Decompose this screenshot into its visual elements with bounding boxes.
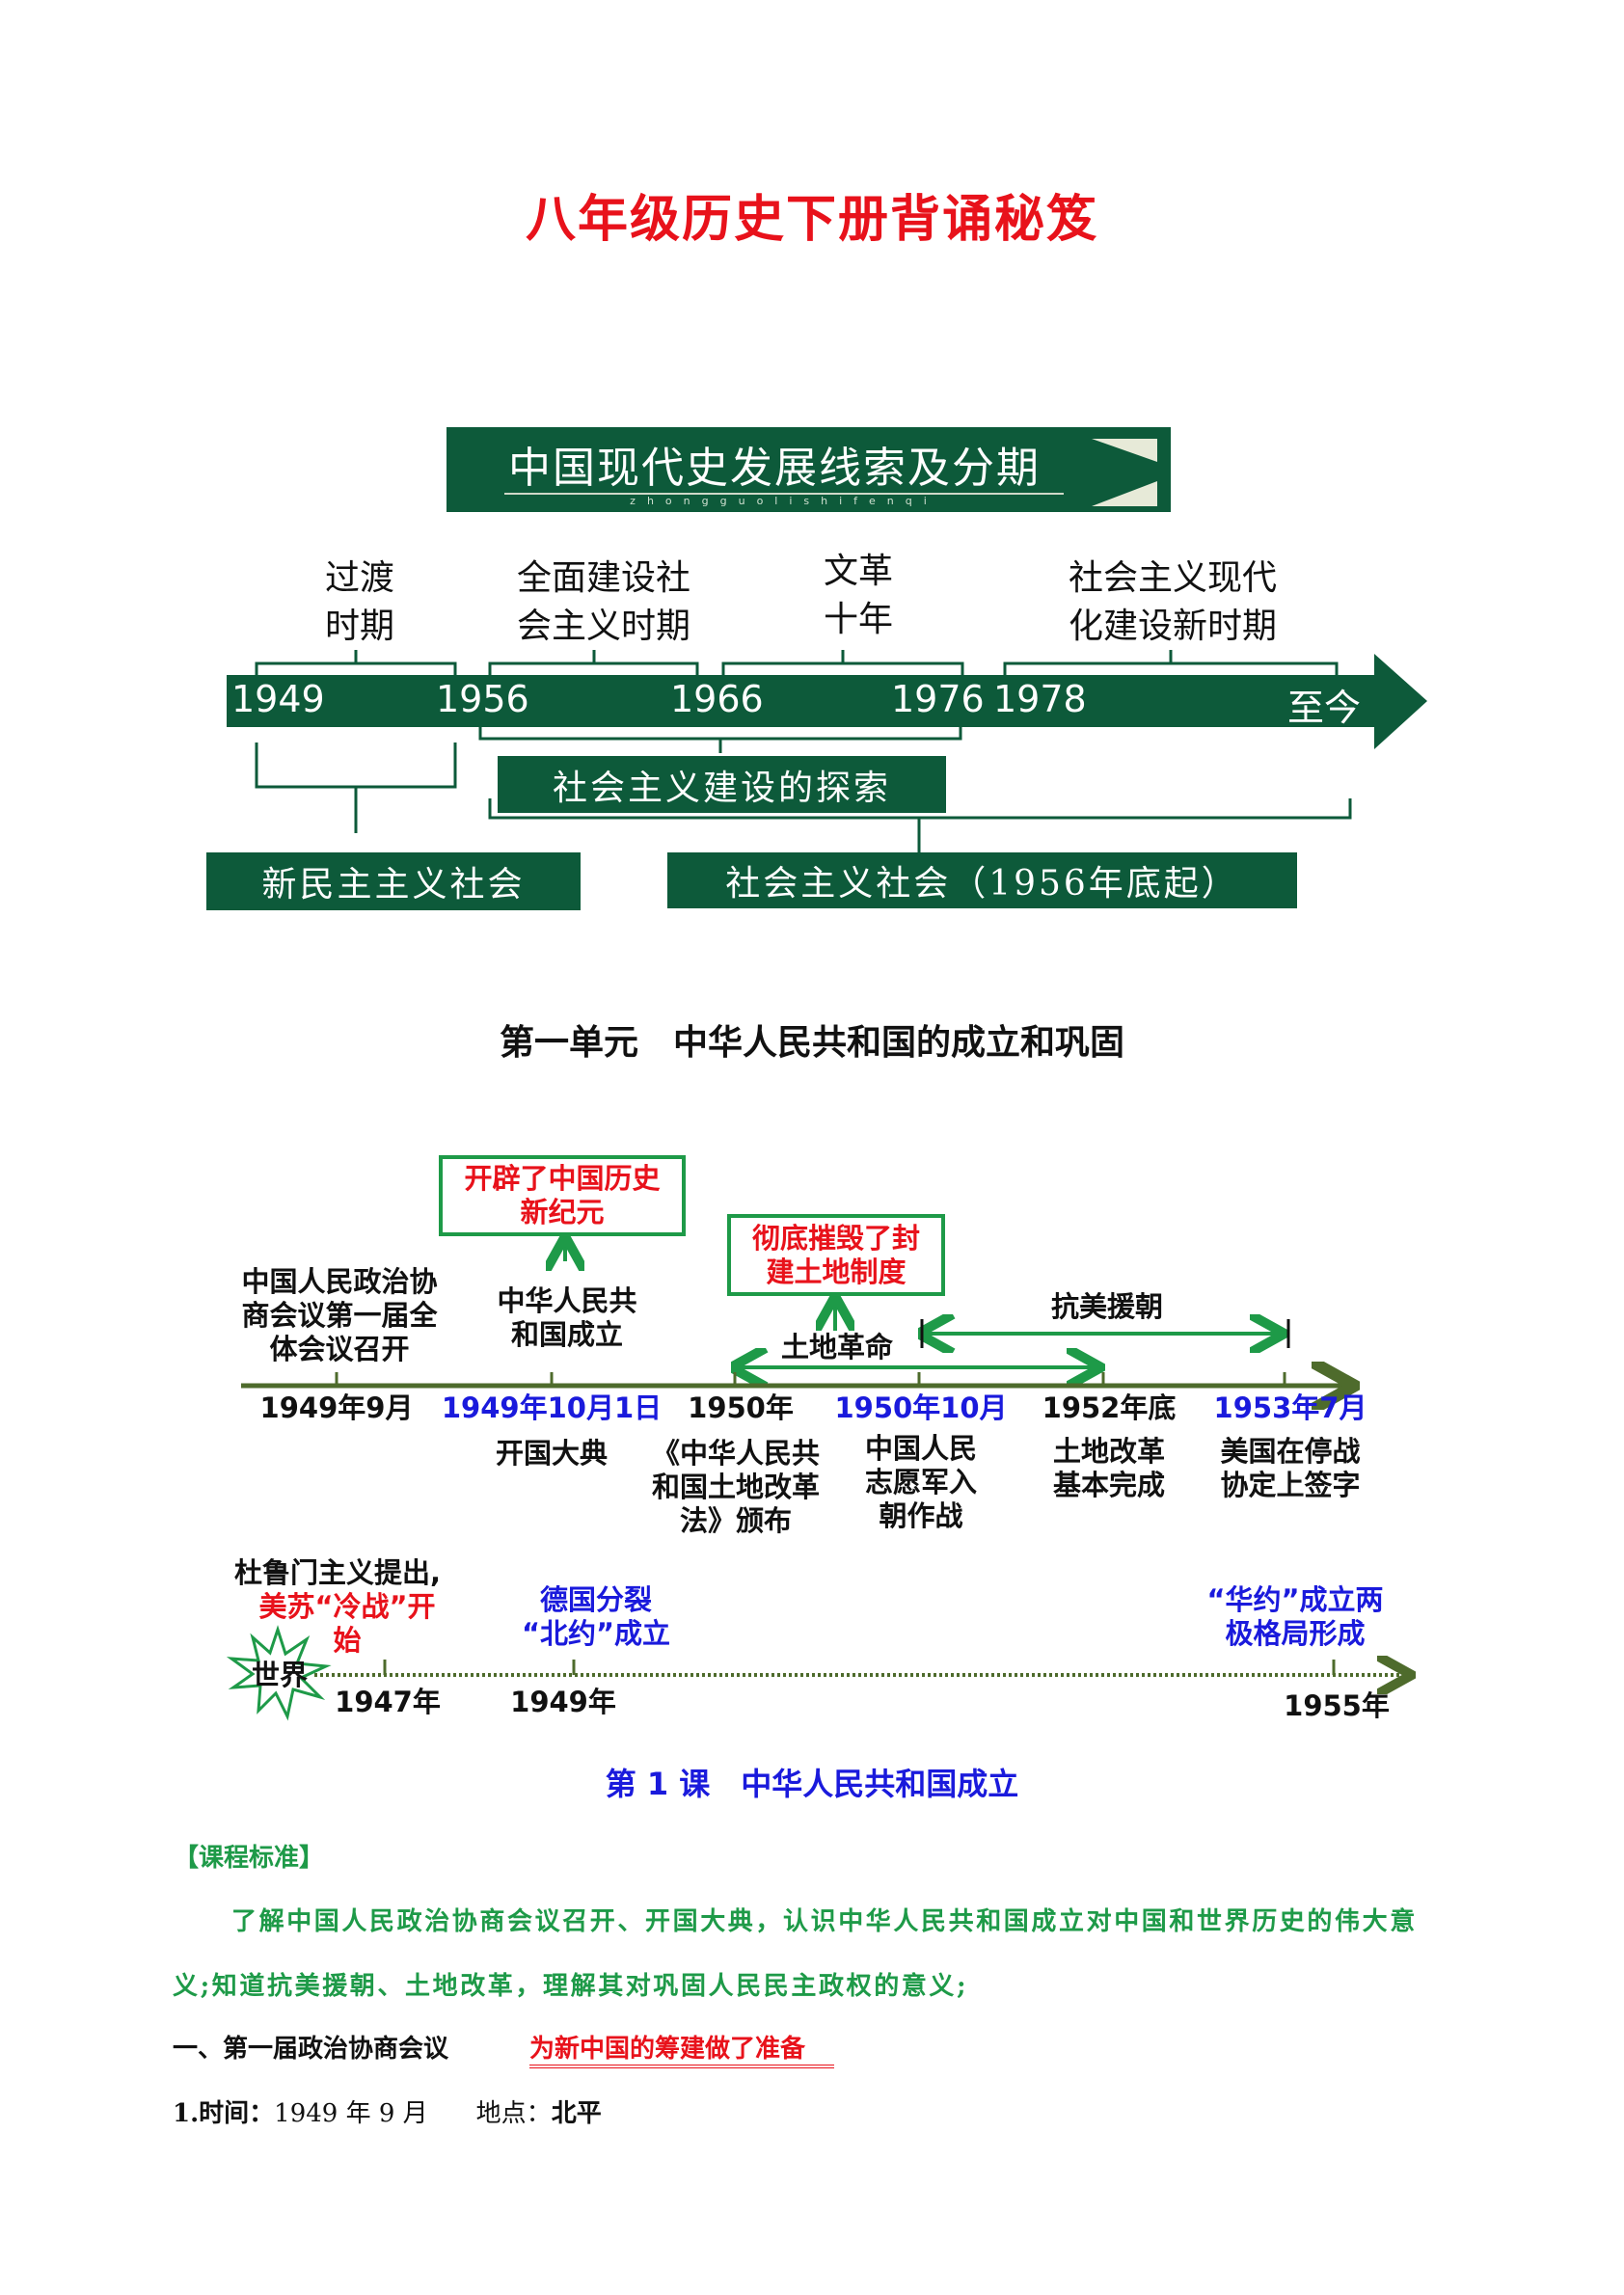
box-socialist-exploration: 社会主义建设的探索	[498, 756, 946, 813]
period-transition: 过渡时期	[324, 558, 395, 646]
label-resist-us-aid-korea: 抗美援朝	[1050, 1290, 1164, 1323]
year-1966: 1966	[670, 678, 764, 720]
overview-banner: 中国现代史发展线索及分期 zhongguolishifenqi	[447, 427, 1171, 512]
world-germany-nato: 德国分裂“北约”成立	[521, 1583, 671, 1650]
place-value: 北平	[551, 2099, 602, 2128]
event-prc-founded: 中华人民共和国成立	[497, 1284, 637, 1351]
period-modernization: 社会主义现代化建设新时期	[1068, 558, 1278, 646]
box-new-democratic-society: 新民主主义社会	[206, 852, 581, 910]
banner-decoration-icon	[1092, 439, 1157, 506]
item1: 1.时间：1949 年 9 月 地点：北平	[173, 2093, 602, 2129]
date-1949-09: 1949年9月	[259, 1391, 414, 1424]
world-year-1955: 1955年	[1284, 1689, 1390, 1722]
banner-title: 中国现代史发展线索及分期	[508, 444, 1041, 493]
world-year-1949: 1949年	[510, 1686, 616, 1718]
world-truman: 杜鲁门主义提出,	[233, 1556, 442, 1589]
year-1956: 1956	[436, 678, 529, 720]
year-1978: 1978	[993, 678, 1087, 720]
section1-heading: 一、第一届政治协商会议	[173, 2035, 449, 2064]
world-year-1947: 1947年	[335, 1686, 441, 1718]
event-land-reform-complete: 土地改革基本完成	[1052, 1435, 1166, 1501]
event-founding-ceremony: 开国大典	[495, 1437, 609, 1470]
world-label: 世界	[251, 1659, 309, 1691]
date-1950: 1950年	[688, 1391, 794, 1424]
date-1952-end: 1952年底	[1042, 1391, 1177, 1424]
box-new-era: 开辟了中国历史新纪元	[439, 1155, 686, 1236]
label-land-revolution: 土地革命	[780, 1331, 894, 1364]
section1-note: 为新中国的筹建做了准备	[529, 2029, 835, 2068]
curriculum-standard-label: 【课程标准】	[174, 1844, 325, 1873]
timeline-bar	[227, 675, 1384, 727]
event-cppcc: 中国人民政治协商会议第一届全体会议召开	[241, 1265, 438, 1365]
date-1950-10: 1950年10月	[834, 1391, 1008, 1424]
box-socialist-society: 社会主义社会（1956年底起）	[667, 852, 1297, 908]
time-label: 1.时间：	[173, 2099, 275, 2128]
timeline-arrowhead-icon	[1374, 654, 1427, 749]
year-1976: 1976	[891, 678, 985, 720]
unit-timeline-graphics	[226, 1138, 1624, 1721]
box-feudal-land-abolished: 彻底摧毁了封建土地制度	[727, 1214, 945, 1296]
event-armistice: 美国在停战协定上签字	[1220, 1435, 1361, 1501]
period-cultural-revolution: 文革十年	[823, 552, 894, 639]
date-1953-07: 1953年7月	[1213, 1391, 1367, 1424]
document-title: 八年级历史下册背诵秘笈	[525, 191, 1099, 249]
event-land-law: 《中华人民共和国土地改革法》颁布	[651, 1437, 821, 1537]
overview-timeline-graphics	[227, 650, 1427, 852]
time-value: 1949 年 9 月	[274, 2099, 428, 2128]
lesson-title: 第 1 课 中华人民共和国成立	[605, 1766, 1019, 1802]
period-full-construction: 全面建设社会主义时期	[516, 558, 691, 646]
world-starburst-icon	[226, 1625, 332, 1721]
event-volunteers: 中国人民志愿军入朝作战	[864, 1432, 978, 1532]
unit-title: 第一单元 中华人民共和国的成立和巩固	[499, 1023, 1125, 1063]
date-1949-10-01: 1949年10月1日	[441, 1391, 663, 1424]
curriculum-standard-line1: 了解中国人民政治协商会议召开、开国大典，认识中华人民共和国成立对中国和世界历史的…	[231, 1907, 1418, 1936]
world-cold-war: 美苏“冷战”开始	[258, 1590, 436, 1657]
banner-pinyin: zhongguolishifenqi	[630, 495, 938, 507]
banner-divider	[504, 493, 1064, 495]
curriculum-standard-line2: 义;知道抗美援朝、土地改革，理解其对巩固人民民主政权的意义;	[173, 1972, 969, 2001]
world-warsaw-pact: “华约”成立两极格局形成	[1206, 1583, 1384, 1650]
place-label: 地点：	[475, 2099, 552, 2128]
year-present: 至今	[1287, 687, 1362, 729]
year-1949: 1949	[231, 678, 325, 720]
